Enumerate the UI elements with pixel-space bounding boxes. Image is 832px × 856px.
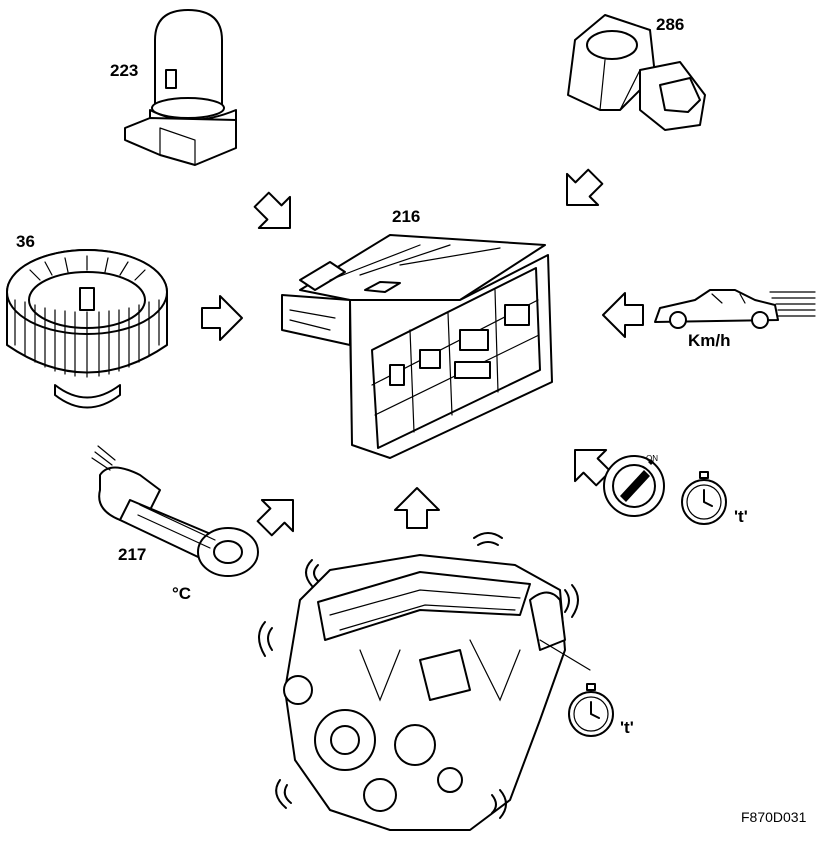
arrow-from-36-icon — [201, 295, 243, 341]
arrow-from-223-icon — [245, 183, 307, 245]
arrow-from-engine-icon — [394, 487, 440, 529]
control-module-216 — [281, 234, 553, 459]
label-36: 36 — [16, 232, 35, 251]
component-36-fan — [6, 249, 168, 409]
car-icon — [654, 289, 816, 329]
component-223 — [124, 9, 237, 166]
engine — [258, 532, 591, 831]
ignition-switch-icon — [603, 455, 665, 517]
component-286 — [567, 14, 706, 131]
stopwatch-icon — [681, 471, 727, 525]
label-217: 217 — [118, 545, 147, 564]
label-223: 223 — [110, 61, 139, 80]
label-216: 216 — [392, 207, 421, 226]
arrow-from-286-icon — [550, 160, 612, 222]
label-time-engine: 't' — [620, 718, 634, 737]
stopwatch-engine-icon — [568, 683, 614, 737]
label-celsius: °C — [172, 584, 192, 603]
arrow-from-217-icon — [248, 483, 310, 545]
label-speed: Km/h — [688, 331, 731, 350]
label-ignition-on: ON — [646, 454, 658, 463]
arrow-from-speed-icon — [602, 292, 644, 338]
component-217 — [91, 445, 259, 577]
label-time-ignition: 't' — [734, 507, 748, 526]
label-286: 286 — [656, 15, 685, 34]
figure-code: F870D031 — [741, 809, 807, 825]
